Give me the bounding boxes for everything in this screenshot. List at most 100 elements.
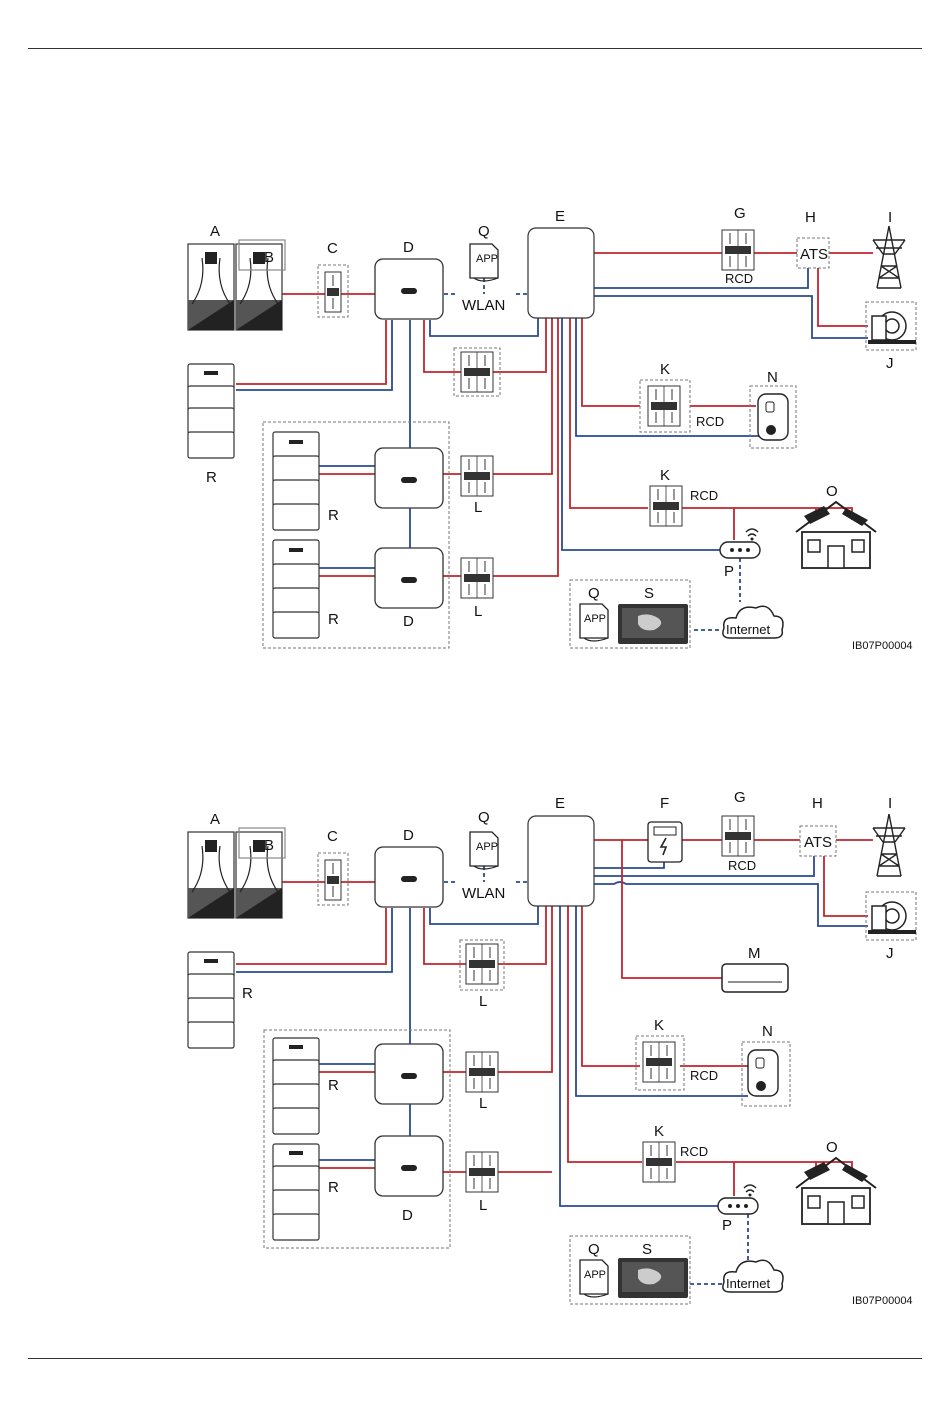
device-e	[528, 816, 594, 906]
label-j: J	[886, 945, 894, 962]
inverter-d-cascade	[375, 1136, 443, 1196]
breaker-k	[648, 386, 680, 426]
battery-r-module	[188, 998, 234, 1024]
dc-switch-c	[325, 860, 341, 900]
label-s: S	[642, 1241, 652, 1258]
label-s: S	[644, 585, 654, 602]
management-system-icon	[618, 604, 688, 644]
label-o: O	[826, 483, 838, 500]
breaker-l	[461, 456, 493, 496]
app-text: APP	[476, 841, 498, 853]
ats-text: ATS	[804, 834, 832, 851]
label-q: Q	[588, 1241, 600, 1258]
breaker-k	[643, 1042, 675, 1082]
inverter-d-cascade	[375, 548, 443, 608]
battery-r-module	[188, 1022, 234, 1048]
label-i: I	[888, 795, 892, 812]
label-d: D	[403, 827, 414, 844]
rcd-label-k: RCD	[690, 1068, 718, 1083]
breaker-k	[643, 1142, 675, 1182]
rcd-label-k: RCD	[696, 414, 724, 429]
ats-text: ATS	[800, 246, 828, 263]
battery-r-module	[273, 1084, 319, 1110]
internet-label: Internet	[726, 1276, 770, 1291]
air-conditioner-icon	[722, 964, 788, 992]
management-system-icon	[618, 1258, 688, 1298]
grid-pylon-icon	[873, 814, 905, 876]
label-k: K	[654, 1017, 664, 1034]
internet-label: Internet	[726, 622, 770, 637]
label-l: L	[479, 993, 487, 1010]
label-r: R	[206, 469, 217, 486]
label-q: Q	[478, 809, 490, 826]
figure-code: IB07P00004	[852, 1295, 913, 1307]
label-f: F	[660, 795, 669, 812]
label-r: R	[328, 1077, 339, 1094]
label-p: P	[722, 1217, 732, 1234]
label-c: C	[327, 828, 338, 845]
battery-r-module	[273, 1190, 319, 1216]
label-m: M	[748, 945, 761, 962]
label-h: H	[805, 209, 816, 226]
label-e: E	[555, 795, 565, 812]
label-l: L	[479, 1197, 487, 1214]
house-icon	[796, 1158, 876, 1224]
label-k: K	[660, 361, 670, 378]
breaker-l	[466, 944, 498, 984]
battery-r-module	[273, 432, 319, 458]
figure-1: A B C D APP Q WLAN E G RCD ATS H I J	[188, 205, 916, 652]
battery-r-module	[273, 1166, 319, 1192]
router-icon	[720, 529, 760, 558]
label-i: I	[888, 209, 892, 226]
breaker-l	[466, 1152, 498, 1192]
label-d: D	[403, 613, 414, 630]
generator-icon	[868, 312, 916, 344]
battery-r-module	[273, 1108, 319, 1134]
label-q: Q	[588, 585, 600, 602]
label-g: G	[734, 789, 746, 806]
inverter-d-main	[375, 259, 443, 319]
pv-module-a	[188, 244, 234, 330]
ev-charger-icon	[748, 1050, 778, 1096]
router-icon	[718, 1185, 758, 1214]
label-d: D	[402, 1207, 413, 1224]
figure-code: IB07P00004	[852, 640, 913, 652]
label-d: D	[403, 239, 414, 256]
figure-2: A B C D APP Q WLAN E F G RCD ATS H I J M…	[188, 789, 916, 1307]
label-g: G	[734, 205, 746, 222]
wlan-label: WLAN	[462, 297, 505, 314]
power-meter-icon	[648, 822, 682, 862]
battery-r-module	[273, 564, 319, 590]
label-r: R	[242, 985, 253, 1002]
rcd-label-k2: RCD	[690, 488, 718, 503]
app-text: APP	[584, 1269, 606, 1281]
battery-r-module	[188, 432, 234, 458]
label-l: L	[474, 603, 482, 620]
label-j: J	[886, 355, 894, 372]
label-p: P	[724, 563, 734, 580]
breaker-l	[461, 558, 493, 598]
breaker-unlabeled	[461, 352, 493, 392]
label-k: K	[660, 467, 670, 484]
battery-r-module	[273, 588, 319, 614]
app-text: APP	[476, 253, 498, 265]
label-r: R	[328, 1179, 339, 1196]
label-o: O	[826, 1139, 838, 1156]
battery-r-module	[188, 974, 234, 1000]
label-e: E	[555, 208, 565, 225]
ev-charger-icon	[758, 394, 788, 440]
pv-module-b	[236, 832, 282, 918]
rcd-label-g: RCD	[725, 271, 753, 286]
inverter-d-cascade	[375, 1044, 443, 1104]
label-l: L	[474, 499, 482, 516]
battery-r-module	[273, 456, 319, 482]
pv-module-b	[236, 244, 282, 330]
breaker-g	[722, 816, 754, 856]
label-n: N	[762, 1023, 773, 1040]
label-n: N	[767, 369, 778, 386]
label-h: H	[812, 795, 823, 812]
wlan-label: WLAN	[462, 885, 505, 902]
battery-r-module	[188, 408, 234, 434]
battery-r-module	[273, 540, 319, 566]
pv-module-a	[188, 832, 234, 918]
